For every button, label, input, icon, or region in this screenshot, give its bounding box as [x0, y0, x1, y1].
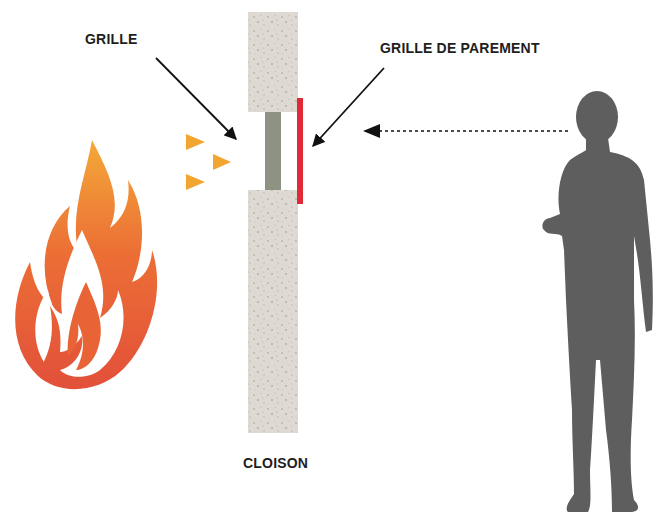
part-label: GRILLE	[85, 31, 138, 47]
part-label: CLOISON	[243, 455, 308, 471]
flame	[15, 140, 157, 389]
leader-line	[313, 68, 384, 146]
cover-grille	[297, 98, 303, 204]
grille	[265, 112, 281, 190]
leader-line	[156, 58, 236, 139]
part-label: GRILLE DE PAREMENT	[380, 40, 540, 56]
sight-line	[368, 130, 568, 132]
sight-arrowhead	[363, 124, 380, 138]
person-silhouette	[542, 91, 652, 512]
partition-wall	[248, 12, 298, 433]
airflow-arrows	[186, 134, 231, 190]
